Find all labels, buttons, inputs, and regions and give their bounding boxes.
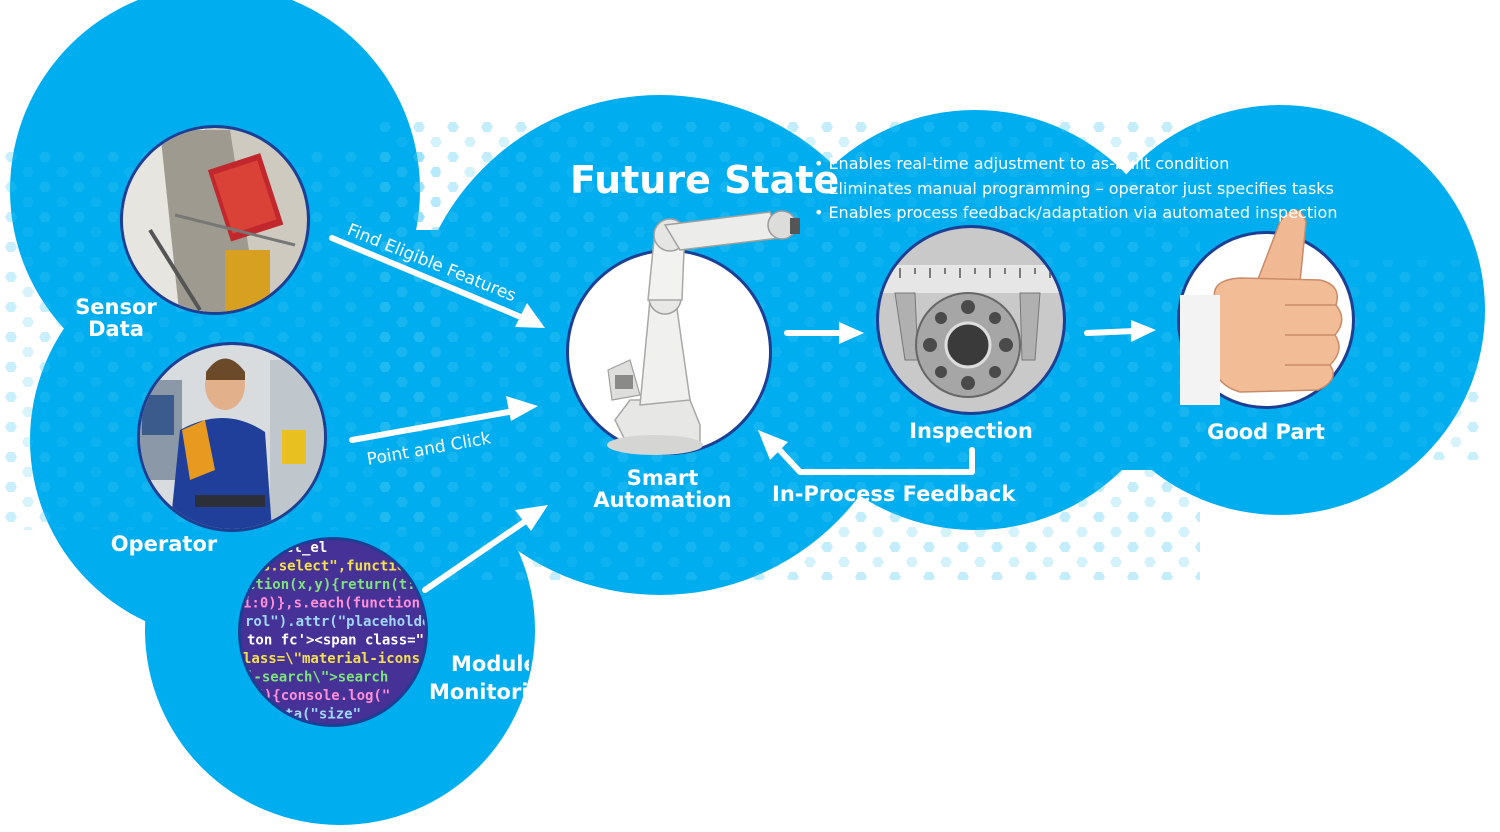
benefit-item: Enables real-time adjustment to as-built… bbox=[814, 152, 1337, 177]
sensor-data-label: Sensor Data bbox=[75, 295, 157, 342]
thumbs-up-hand bbox=[1180, 209, 1343, 405]
code-line: lass=\"material-icons bbox=[243, 651, 420, 667]
smart-automation-label: Smart Automation bbox=[593, 466, 732, 513]
module-arrow bbox=[422, 515, 533, 593]
code-line: i:0)},s.each(function( bbox=[243, 596, 428, 612]
arrows bbox=[329, 235, 1156, 593]
module-label-clip: Module Monitoring bbox=[425, 648, 529, 710]
point-click-arrow bbox=[349, 407, 523, 443]
module-arrowhead bbox=[515, 505, 548, 531]
benefits-list: Enables real-time adjustment to as-built… bbox=[814, 152, 1337, 226]
point-click-arrowhead bbox=[506, 396, 538, 421]
code-line: i-search\">search bbox=[245, 670, 388, 686]
operator-label: Operator bbox=[110, 532, 218, 556]
code-line: .os.select",functio bbox=[245, 559, 405, 575]
find-features-arrowhead bbox=[515, 303, 545, 328]
feedback-arrowhead bbox=[758, 430, 788, 460]
code-line: ction(x,y){return(t:a bbox=[247, 577, 424, 593]
caliper-photo bbox=[876, 225, 1066, 415]
good-part-label: Good Part bbox=[1207, 420, 1325, 444]
benefit-item: Enables process feedback/adaptation via … bbox=[814, 201, 1337, 226]
sensor-photo bbox=[120, 125, 310, 315]
code-line: .(){console.log(" bbox=[247, 688, 390, 704]
to-good-part-arrowhead bbox=[1131, 320, 1156, 342]
robot-arm-figure bbox=[607, 210, 800, 455]
feedback-arrow bbox=[772, 442, 975, 475]
to-good-part-arrow bbox=[1084, 328, 1138, 336]
code-line: rol").attr("placeholder bbox=[245, 614, 439, 630]
to-inspection-arrowhead bbox=[839, 322, 864, 344]
inspection-label: Inspection bbox=[909, 419, 1033, 443]
feedback-label: In-Process Feedback bbox=[772, 482, 1016, 506]
benefit-item: Eliminates manual programming – operator… bbox=[814, 177, 1337, 202]
find-features-arrow bbox=[329, 235, 531, 323]
diagram-title: Future State bbox=[570, 158, 840, 202]
operator-photo bbox=[137, 342, 327, 532]
module-monitoring-label: Module Monitoring bbox=[429, 652, 529, 704]
code-line: ton fc'><span class=" bbox=[247, 633, 424, 649]
